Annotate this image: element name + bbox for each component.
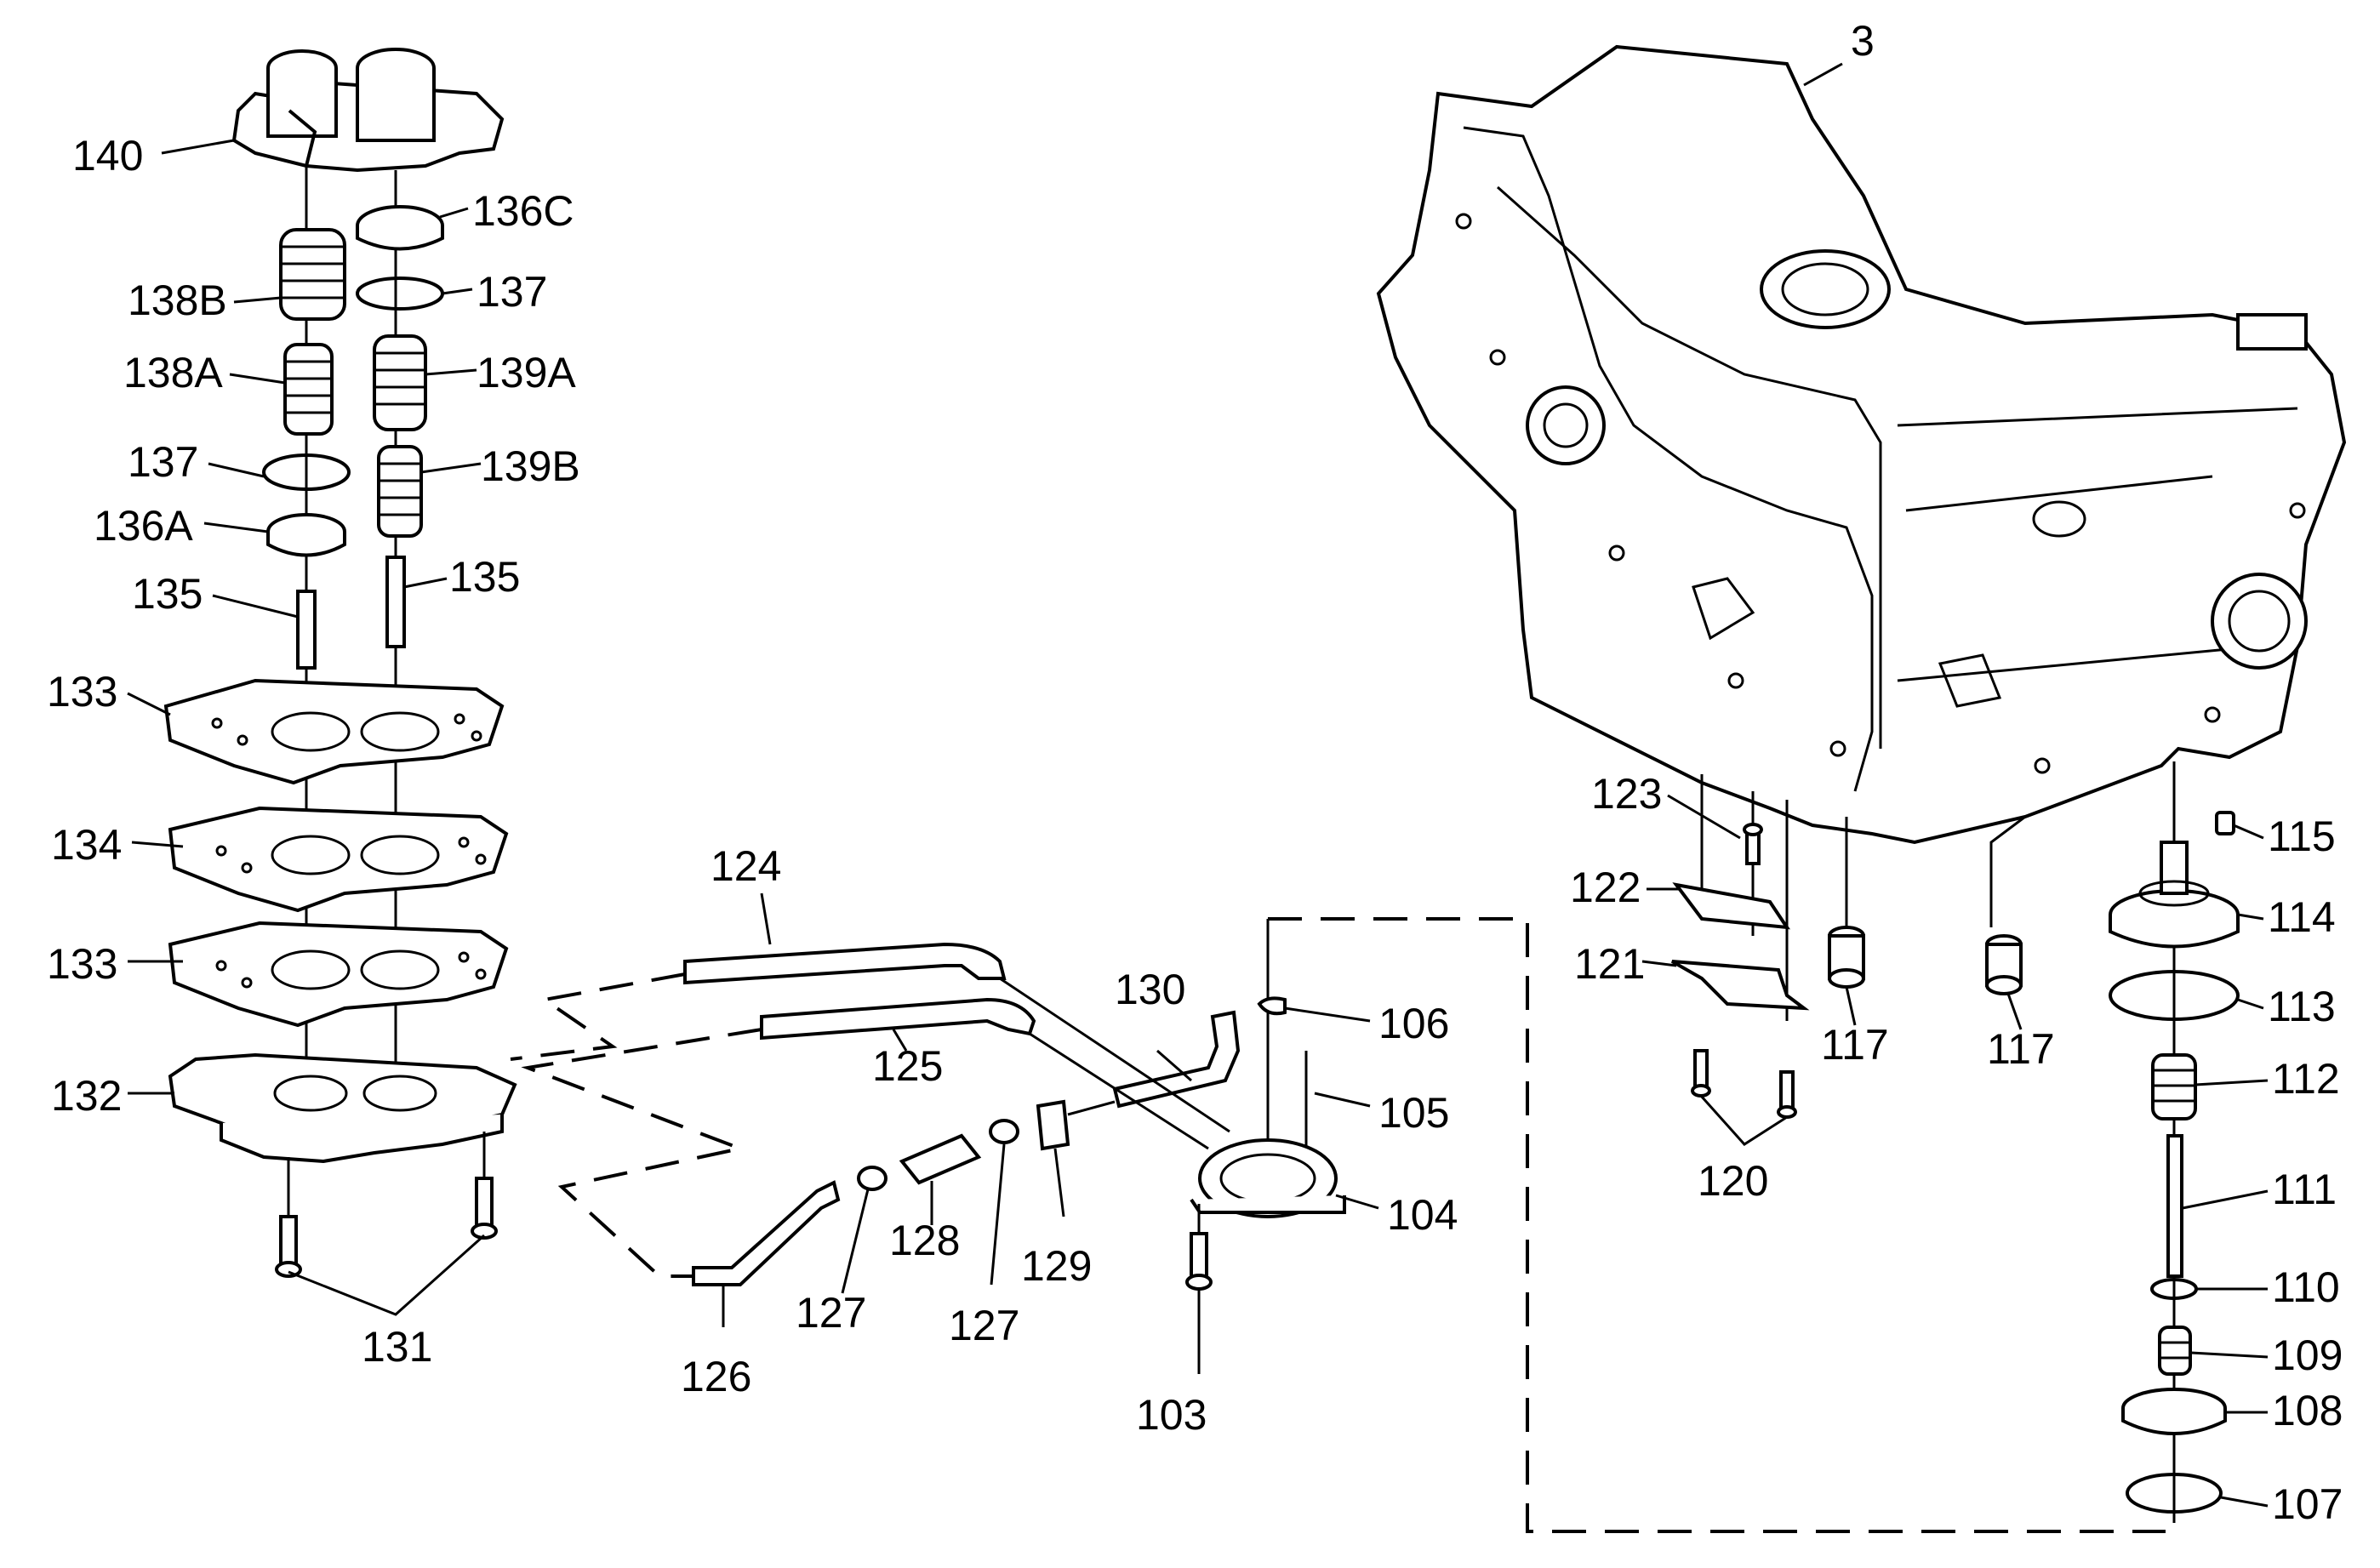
spring-138a: [283, 343, 334, 436]
callout-109: 109: [2272, 1331, 2343, 1379]
clip-129: [1036, 1099, 1070, 1151]
filter-104: [1190, 1138, 1346, 1218]
seal-136c: [356, 205, 444, 251]
callout-3: 3: [1851, 17, 1875, 65]
gasket-133-upper: [163, 678, 505, 785]
callout-134: 134: [51, 821, 122, 869]
spacer-plate-134: [168, 806, 509, 913]
plug-117-left: [1828, 926, 1865, 989]
callout-120: 120: [1698, 1157, 1768, 1205]
transaxle-case-3: [1376, 44, 2347, 845]
callout-139b: 139B: [481, 442, 580, 490]
bolt-131-right: [471, 1177, 498, 1240]
callout-117-left: 117: [1821, 1021, 1889, 1069]
callout-129: 129: [1021, 1242, 1092, 1290]
tube-130: [1112, 1010, 1241, 1109]
callout-121: 121: [1574, 940, 1645, 988]
seal-136a: [266, 513, 346, 557]
bolt-131-left: [275, 1215, 302, 1278]
plug-117-right: [1985, 934, 2023, 995]
callout-140: 140: [72, 132, 143, 180]
servo-pin-111: [2166, 1134, 2183, 1278]
tube-126: [692, 1180, 841, 1286]
callout-131: 131: [362, 1323, 432, 1371]
tube-125: [760, 997, 1036, 1041]
bolt-120-left: [1691, 1049, 1711, 1098]
callout-122: 122: [1570, 864, 1641, 911]
bolt-103: [1185, 1232, 1213, 1291]
callout-111: 111: [2272, 1166, 2337, 1213]
snap-ring-110: [2150, 1278, 2198, 1300]
callout-137-right: 137: [477, 268, 547, 316]
callout-139a: 139A: [477, 349, 576, 396]
servo-piston-114: [2109, 841, 2240, 949]
callout-136c: 136C: [472, 187, 574, 235]
callout-135-left: 135: [132, 570, 203, 618]
bracket-122: [1672, 882, 1791, 930]
callout-117-right: 117: [1987, 1025, 2055, 1073]
spring-139a: [373, 334, 427, 431]
accumulator-body-132: [168, 1052, 517, 1164]
callout-124: 124: [711, 842, 781, 890]
callout-133-lower: 133: [47, 940, 117, 988]
tube-124: [683, 942, 1007, 985]
callout-138b: 138B: [128, 277, 227, 324]
pin-135-left: [296, 590, 317, 670]
callout-126: 126: [681, 1353, 751, 1400]
callout-125: 125: [872, 1042, 943, 1090]
callout-128: 128: [889, 1217, 960, 1264]
callout-135-right: 135: [449, 553, 520, 601]
callout-137-left: 137: [128, 438, 198, 486]
o-ring-137-right: [356, 277, 444, 311]
callout-112: 112: [2272, 1055, 2340, 1103]
seal-127-right: [989, 1119, 1019, 1144]
callout-114: 114: [2268, 893, 2336, 941]
o-ring-137-left: [262, 453, 351, 491]
leader-lines: [127, 62, 2269, 1508]
callout-115: 115: [2268, 813, 2336, 860]
callout-107: 107: [2272, 1480, 2343, 1528]
snap-ring-106: [1257, 996, 1287, 1016]
plug-115: [2215, 811, 2235, 835]
bolt-123: [1743, 823, 1763, 865]
callout-123: 123: [1591, 770, 1662, 818]
gasket-133-lower: [168, 921, 509, 1028]
seal-ring-107: [2126, 1473, 2223, 1514]
pin-135-right: [385, 556, 406, 648]
callout-105: 105: [1378, 1089, 1449, 1137]
callout-127-left: 127: [796, 1289, 866, 1337]
callout-113: 113: [2268, 983, 2336, 1030]
bracket-121: [1671, 960, 1810, 1011]
callout-110: 110: [2272, 1263, 2340, 1311]
connector-128: [899, 1133, 982, 1185]
spring-139b: [377, 445, 423, 538]
seal-127-left: [857, 1166, 888, 1191]
callout-132: 132: [51, 1072, 122, 1120]
callout-127-right: 127: [949, 1302, 1019, 1349]
spring-138b: [279, 228, 346, 321]
callout-130: 130: [1115, 966, 1185, 1013]
callout-labels: 140 136C 137 138B 139A 138A 137 139B 136…: [47, 17, 2343, 1528]
seal-ring-113: [2109, 970, 2240, 1021]
spring-109: [2158, 1326, 2192, 1376]
accumulator-cover-140: [231, 48, 505, 173]
callout-138a: 138A: [123, 349, 223, 396]
callout-104: 104: [1387, 1191, 1458, 1239]
spring-112: [2151, 1053, 2197, 1120]
callout-103: 103: [1136, 1391, 1207, 1439]
servo-cover-108: [2121, 1388, 2227, 1435]
callout-106: 106: [1378, 1000, 1449, 1047]
callout-136a: 136A: [94, 502, 193, 550]
bolt-120-right: [1777, 1070, 1797, 1119]
callout-108: 108: [2272, 1387, 2343, 1434]
callout-133-upper: 133: [47, 668, 117, 716]
